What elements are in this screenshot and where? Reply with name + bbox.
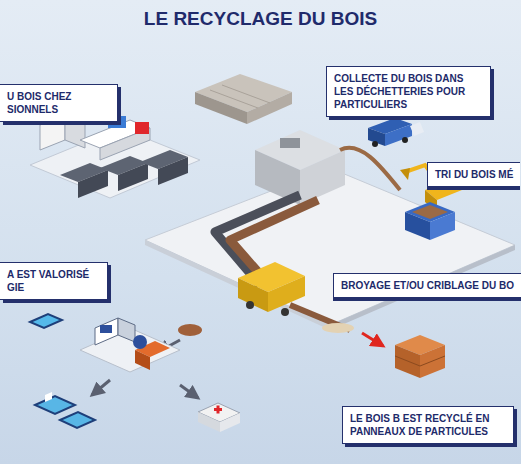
hospital (198, 403, 240, 432)
flow-arrows (180, 385, 198, 398)
industrial-site (135, 122, 149, 134)
label-text: LE BOIS B EST RECYCLÉ EN PANNEAUX DE PAR… (350, 412, 506, 438)
crusher-machine (238, 262, 305, 316)
energy-plant (95, 318, 118, 345)
energy-plant (135, 350, 150, 370)
wood-chip-piles (322, 323, 354, 333)
houses (45, 392, 52, 402)
wood-chip-piles (178, 323, 354, 336)
main-building (300, 150, 345, 205)
main-building (255, 130, 345, 205)
label-text: BROYAGE ET/OU CRIBLAGE DU BO (341, 279, 514, 292)
houses (35, 396, 75, 414)
diagram-title: LE RECYCLAGE DU BOIS (0, 8, 521, 30)
particle-boards (420, 345, 445, 378)
label-text: A EST VALORISÉ GIE (7, 268, 100, 294)
energy-plant (100, 325, 112, 333)
energy-plant (30, 314, 62, 328)
flow-arrows (362, 333, 383, 346)
truck (402, 137, 408, 143)
hospital (217, 406, 220, 414)
energy-plant (118, 318, 135, 342)
label-box: U BOIS CHEZ SIONNELS (0, 84, 118, 122)
collection-building (210, 90, 258, 108)
truck (385, 124, 412, 146)
container (412, 205, 448, 219)
collection-building (195, 92, 247, 124)
label-box: LE BOIS B EST RECYCLÉ EN PANNEAUX DE PAR… (342, 406, 514, 444)
particle-boards (395, 335, 445, 378)
truck (368, 128, 385, 146)
industrial-site (78, 170, 108, 198)
sorting-platform (145, 168, 515, 330)
wood-chip-piles (178, 324, 202, 336)
houses (60, 412, 95, 428)
particle-boards (395, 345, 420, 378)
truck (410, 122, 424, 136)
label-box: TRI DU BOIS MÉ (427, 162, 520, 187)
conveyor-belts (215, 195, 350, 330)
main-building (280, 138, 300, 148)
collection-building (222, 85, 270, 103)
industrial-site (158, 157, 188, 185)
label-text: TRI DU BOIS MÉ (435, 168, 513, 181)
hospital (198, 412, 220, 432)
houses (35, 392, 95, 428)
crusher-machine (268, 276, 305, 312)
energy-plant (133, 335, 147, 349)
collection-building (195, 74, 292, 124)
label-box: BROYAGE ET/OU CRIBLAGE DU BO (333, 273, 521, 298)
truck (368, 118, 424, 147)
crusher-machine (246, 301, 254, 309)
industrial-site (118, 163, 148, 191)
sorting-platform (330, 245, 515, 330)
label-text: COLLECTE DU BOIS DANS LES DÉCHETTERIES P… (334, 72, 483, 111)
label-box: A EST VALORISÉ GIE (0, 262, 108, 300)
particle-boards (395, 356, 420, 366)
label-text: U BOIS CHEZ SIONNELS (7, 90, 110, 116)
crusher-machine (281, 308, 289, 316)
hospital (220, 413, 240, 432)
crusher-machine (238, 278, 268, 312)
energy-plant (30, 314, 180, 372)
particle-boards (420, 356, 445, 366)
excavator (340, 148, 400, 190)
container (405, 202, 455, 240)
flow-arrows (92, 380, 110, 395)
excavator (400, 168, 410, 180)
truck (372, 141, 378, 147)
label-box: COLLECTE DU BOIS DANS LES DÉCHETTERIES P… (326, 66, 491, 117)
